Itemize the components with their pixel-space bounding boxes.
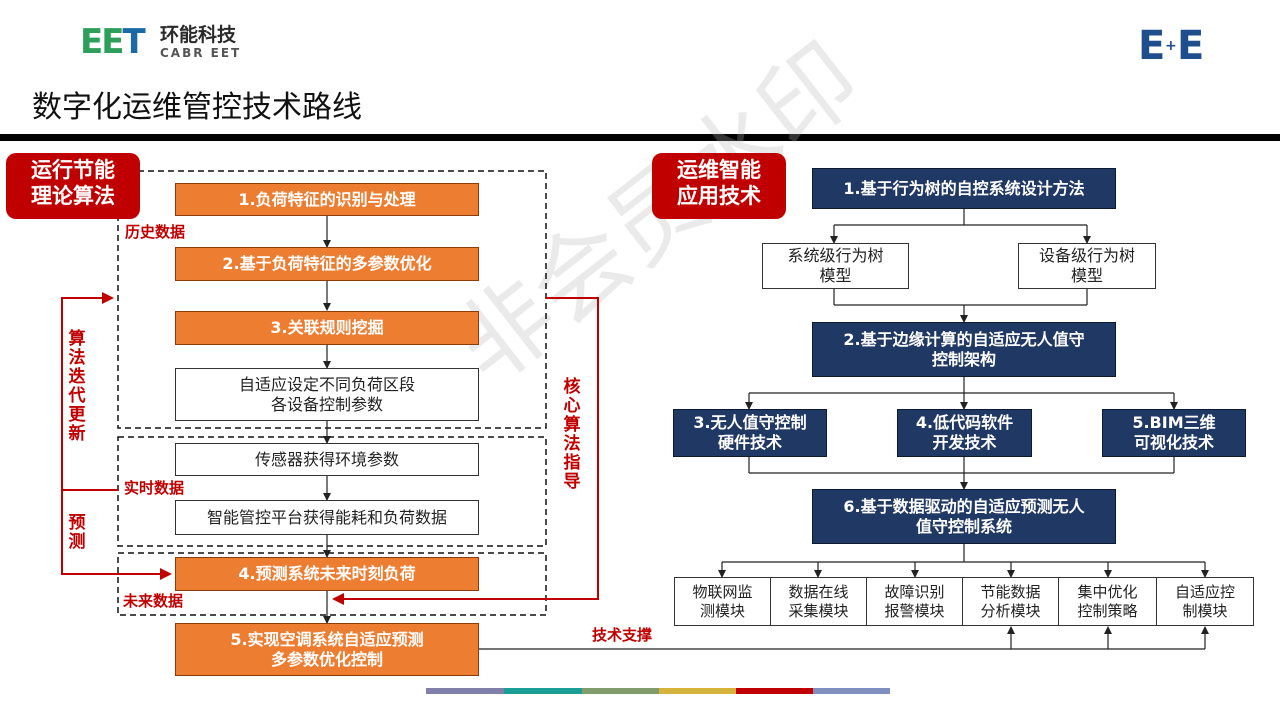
- step-sensor-environment: 传感器获得环境参数: [175, 443, 479, 476]
- module-energy-analysis: 节能数据 分析模块: [962, 577, 1059, 626]
- logo-english-text: CABR EET: [160, 46, 242, 60]
- low-code-software-box: 4.低代码软件 开发技术: [897, 409, 1032, 457]
- step-multi-param-optimization: 2.基于负荷特征的多参数优化: [175, 247, 479, 281]
- step-adaptive-parameters: 自适应设定不同负荷区段 各设备控制参数: [175, 368, 479, 421]
- step-platform-energy-data: 智能管控平台获得能耗和负荷数据: [175, 500, 479, 535]
- module-fault-alarm: 故障识别 报警模块: [866, 577, 963, 626]
- technical-support-label: 技术支撑: [592, 626, 653, 644]
- eet-logo: EET 环能科技 CABR EET: [80, 24, 270, 64]
- future-data-label: 未来数据: [123, 592, 184, 610]
- module-data-collection: 数据在线 采集模块: [770, 577, 867, 626]
- footer-bar-segment: [813, 688, 890, 694]
- title-divider: [0, 134, 1280, 141]
- device-behavior-tree-box: 设备级行为树 模型: [1018, 243, 1156, 289]
- page-title: 数字化运维管控技术路线: [32, 90, 362, 125]
- operation-intelligence-tag: 运维智能 应用技术: [652, 153, 786, 219]
- algorithm-theory-tag: 运行节能 理论算法: [6, 153, 140, 219]
- core-algorithm-guidance-label: 核心算法指导: [563, 377, 581, 492]
- module-iot-monitoring: 物联网监 测模块: [674, 577, 771, 626]
- footer-bar-segment: [582, 688, 659, 694]
- realtime-data-label: 实时数据: [124, 479, 185, 497]
- footer-bar-segment: [426, 688, 504, 694]
- bim-visualization-box: 5.BIM三维 可视化技术: [1102, 409, 1246, 457]
- footer-bar-segment: [504, 688, 582, 694]
- data-driven-control-system-box: 6.基于数据驱动的自适应预测无人 值守控制系统: [812, 489, 1116, 544]
- footer-bar-segment: [659, 688, 736, 694]
- prediction-label: 预测: [68, 513, 86, 552]
- history-data-label: 历史数据: [125, 223, 186, 241]
- module-central-optimization: 集中优化 控制策略: [1058, 577, 1157, 626]
- step-predict-load: 4.预测系统未来时刻负荷: [175, 557, 479, 591]
- eet-logo-mark: EET: [80, 22, 146, 62]
- unattended-hardware-box: 3.无人值守控制 硬件技术: [673, 409, 827, 457]
- ee-logo: E + E: [1138, 23, 1205, 69]
- edge-computing-architecture-box: 2.基于边缘计算的自适应无人值守 控制架构: [812, 322, 1116, 377]
- footer-bar-segment: [736, 688, 813, 694]
- step-association-rule-mining: 3.关联规则挖掘: [175, 311, 479, 345]
- behavior-tree-design-box: 1.基于行为树的自控系统设计方法: [812, 168, 1116, 209]
- algorithm-iteration-label: 算法迭代更新: [68, 329, 86, 444]
- module-adaptive-control: 自适应控 制模块: [1156, 577, 1254, 626]
- logo-chinese-text: 环能科技: [160, 24, 237, 46]
- step-adaptive-predictive-control: 5.实现空调系统自适应预测 多参数优化控制: [175, 623, 479, 676]
- step-load-identification: 1.负荷特征的识别与处理: [175, 183, 479, 216]
- system-behavior-tree-box: 系统级行为树 模型: [762, 243, 909, 289]
